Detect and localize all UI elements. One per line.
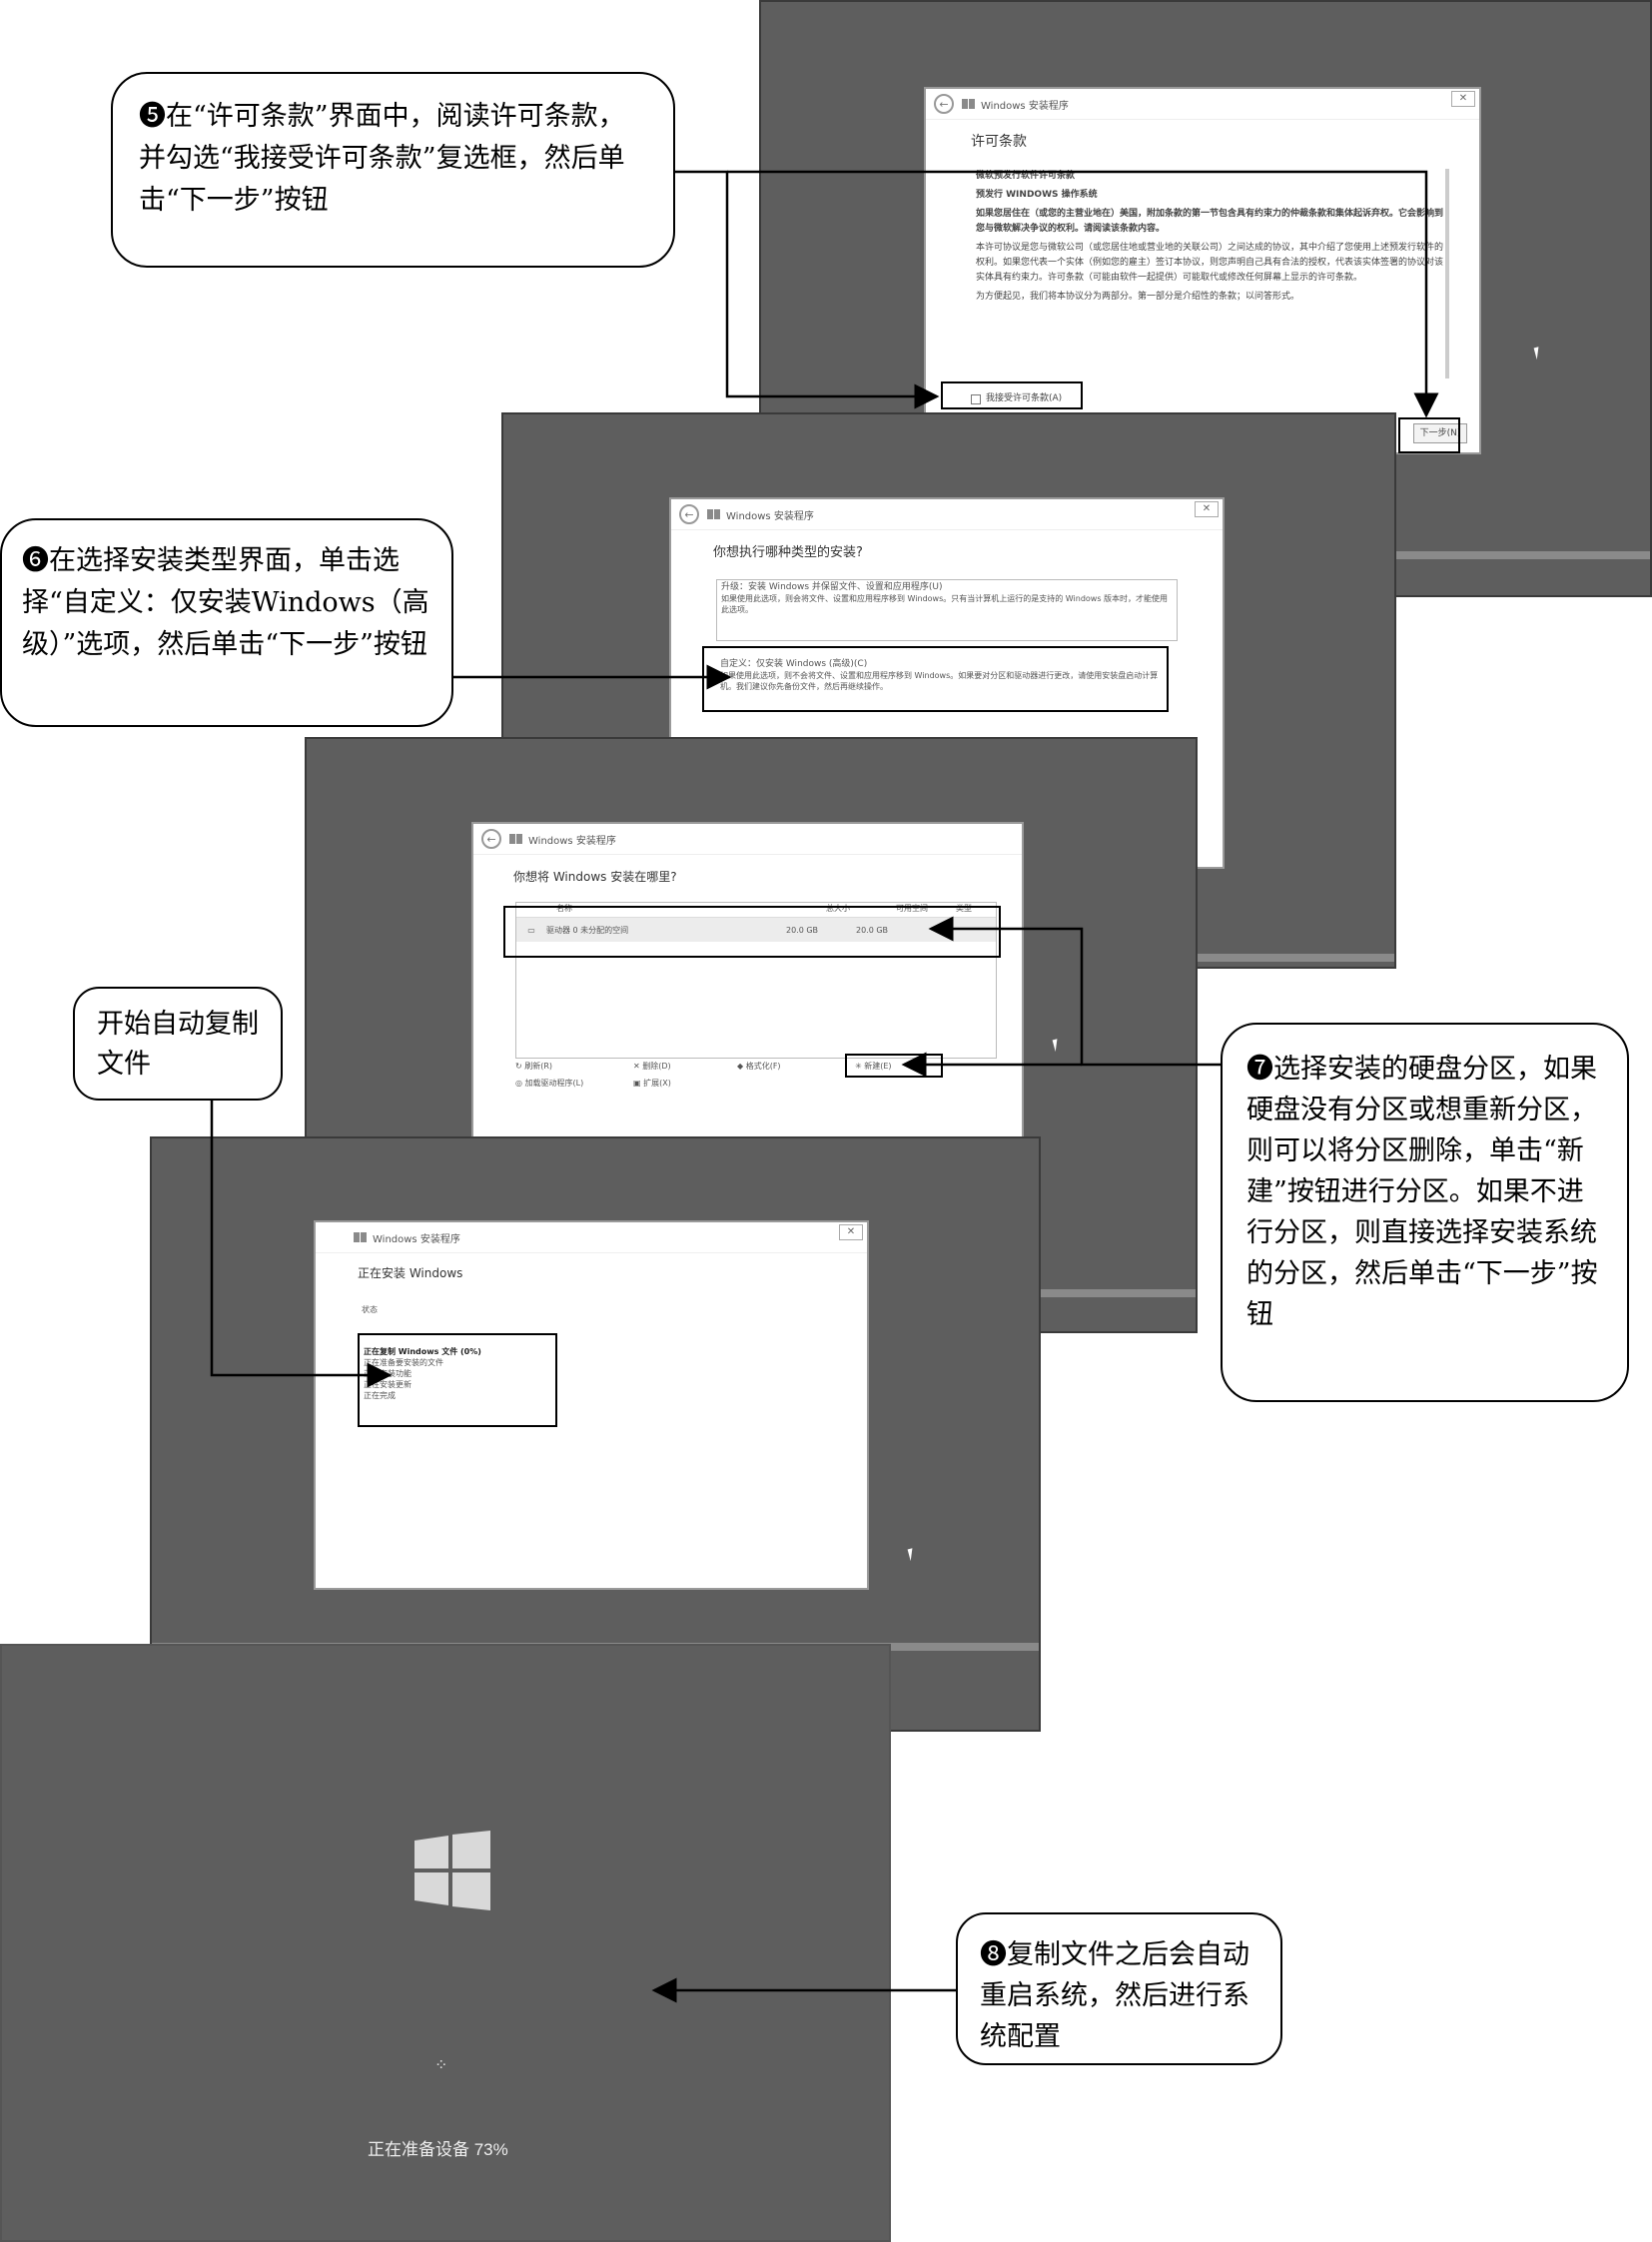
- install-step-5: 正在完成: [364, 1391, 396, 1400]
- dialog-titlebar: ← Windows 安装程序: [926, 89, 1479, 120]
- step-5-badge: ❺: [139, 101, 166, 132]
- install-step-2: 正在准备要安装的文件: [364, 1358, 443, 1367]
- windows-logo-icon: [414, 1831, 490, 1910]
- setup-icon: [509, 834, 522, 844]
- installing-dialog: Windows 安装程序 ✕ 正在安装 Windows 状态 正在复制 Wind…: [314, 1220, 869, 1590]
- table-row[interactable]: ▭ 驱动器 0 未分配的空间 20.0 GB 20.0 GB: [516, 918, 996, 942]
- license-para-2: 本许可协议是您与微软公司（或您居住地或营业地的关联公司）之间达成的协议，其中介绍…: [976, 243, 1444, 283]
- disk-dialog: ← Windows 安装程序 你想将 Windows 安装在哪里? 名称 总大小…: [471, 822, 1024, 1146]
- row-free: 20.0 GB: [856, 925, 889, 935]
- step-8-text: 复制文件之后会自动重启系统，然后进行系统配置: [980, 1939, 1249, 2052]
- close-icon[interactable]: ✕: [839, 1224, 863, 1240]
- upgrade-title: 升级：安装 Windows 并保留文件、设置和应用程序(U): [721, 582, 943, 592]
- mouse-cursor-icon: [1052, 1037, 1066, 1053]
- refresh-button[interactable]: ↻ 刷新(R): [515, 1062, 553, 1071]
- extend-label: 扩展(X): [643, 1079, 671, 1088]
- boot-screen: ⁘ 正在准备设备 73%: [0, 1644, 891, 2242]
- step-7-badge: ❼: [1246, 1054, 1273, 1085]
- license-line-1: 微软预发行软件许可条款: [976, 171, 1076, 181]
- highlight-accept: [941, 381, 1083, 409]
- license-heading: 许可条款: [971, 134, 1027, 150]
- load-driver-button[interactable]: ◎ 加载驱动程序(L): [515, 1079, 584, 1088]
- highlight-disk-row: [503, 906, 1001, 958]
- dialog-title: Windows 安装程序: [528, 835, 616, 847]
- highlight-new-button: [845, 1054, 943, 1078]
- refresh-label: 刷新(R): [524, 1062, 553, 1071]
- col-type: 类型: [956, 904, 972, 913]
- disk-question: 你想将 Windows 安装在哪里?: [513, 870, 677, 884]
- row-name: 驱动器 0 未分配的空间: [546, 925, 629, 935]
- highlight-custom-option: [702, 646, 1169, 712]
- step-8-badge: ❽: [980, 1939, 1007, 1970]
- install-step-1: 正在复制 Windows 文件 (0%): [364, 1347, 481, 1356]
- disk-table: 名称 总大小 可用空间 类型 ▭ 驱动器 0 未分配的空间 20.0 GB 20…: [515, 902, 997, 1059]
- license-line-2: 预发行 WINDOWS 操作系统: [976, 190, 1098, 200]
- callout-step-5: ❺在“许可条款”界面中，阅读许可条款，并勾选“我接受许可条款”复选框，然后单击“…: [111, 72, 675, 268]
- step-6-badge: ❻: [22, 545, 49, 576]
- disk-icon: ▭: [527, 925, 535, 935]
- custom-title: 自定义：仅安装 Windows (高级)(C): [720, 659, 868, 669]
- step-5-text: 在“许可条款”界面中，阅读许可条款，并勾选“我接受许可条款”复选框，然后单击“下…: [139, 101, 625, 216]
- callout-step-7: ❼选择安装的硬盘分区，如果硬盘没有分区或想重新分区，则可以将分区删除，单击“新建…: [1221, 1023, 1629, 1402]
- dialog-titlebar: ← Windows 安装程序: [473, 824, 1022, 855]
- custom-desc: 如果使用此选项，则不会将文件、设置和应用程序移到 Windows。如果要对分区和…: [720, 671, 1159, 691]
- copy-files-text: 开始自动复制文件: [97, 1009, 259, 1080]
- delete-label: 删除(D): [642, 1062, 671, 1071]
- dialog-title: Windows 安装程序: [373, 1233, 460, 1245]
- highlight-install-steps: [358, 1333, 557, 1427]
- close-icon[interactable]: ✕: [1195, 501, 1219, 517]
- dialog-title: Windows 安装程序: [981, 100, 1069, 112]
- installing-title: 正在安装 Windows: [358, 1266, 463, 1280]
- setup-icon: [354, 1232, 367, 1242]
- format-button[interactable]: ◆ 格式化(F): [737, 1062, 781, 1071]
- back-arrow-icon[interactable]: ←: [679, 504, 699, 524]
- setup-icon: [962, 99, 975, 109]
- format-label: 格式化(F): [745, 1062, 781, 1071]
- col-free: 可用空间: [896, 904, 928, 913]
- row-total: 20.0 GB: [786, 925, 819, 935]
- mouse-cursor-icon: [907, 1546, 921, 1562]
- highlight-next: [1398, 417, 1460, 453]
- close-icon[interactable]: ✕: [1451, 91, 1475, 107]
- delete-button[interactable]: ✕ 删除(D): [633, 1062, 671, 1071]
- new-button[interactable]: ✳ 新建(E): [855, 1062, 892, 1071]
- status-label: 状态: [362, 1305, 378, 1314]
- license-para-1: 如果您居住在（或您的主营业地在）美国，附加条款的第一节包含具有约束力的仲裁条款和…: [976, 209, 1444, 234]
- callout-step-6: ❻在选择安装类型界面，单击选择“自定义：仅安装Windows（高级）”选项，然后…: [0, 518, 453, 727]
- license-text-box[interactable]: 微软预发行软件许可条款 预发行 WINDOWS 操作系统 如果您居住在（或您的主…: [976, 169, 1449, 378]
- upgrade-desc: 如果使用此选项，则会将文件、设置和应用程序移到 Windows。只有当计算机上运…: [721, 594, 1169, 614]
- dialog-titlebar: Windows 安装程序: [316, 1222, 867, 1253]
- back-arrow-icon[interactable]: ←: [934, 94, 954, 114]
- back-arrow-icon[interactable]: ←: [481, 829, 501, 849]
- load-driver-label: 加载驱动程序(L): [524, 1079, 584, 1088]
- col-name: 名称: [556, 904, 572, 913]
- new-label: 新建(E): [864, 1062, 892, 1071]
- type-question: 你想执行哪种类型的安装?: [713, 545, 863, 560]
- disk-table-header: 名称 总大小 可用空间 类型: [516, 903, 996, 918]
- upgrade-option[interactable]: 升级：安装 Windows 并保留文件、设置和应用程序(U) 如果使用此选项，则…: [716, 579, 1178, 641]
- loading-spinner-icon: ⁘: [434, 2055, 448, 2074]
- mouse-cursor-icon: [1533, 345, 1547, 361]
- boot-status: 正在准备设备 73%: [368, 2140, 508, 2159]
- extend-button[interactable]: ▣ 扩展(X): [633, 1079, 671, 1088]
- custom-option[interactable]: 自定义：仅安装 Windows (高级)(C) 如果使用此选项，则不会将文件、设…: [716, 657, 1178, 715]
- callout-copy-files: 开始自动复制文件: [73, 987, 283, 1101]
- setup-icon: [707, 509, 720, 519]
- dialog-titlebar: ← Windows 安装程序: [671, 499, 1223, 530]
- col-total: 总大小: [826, 904, 850, 913]
- license-para-3: 为方便起见，我们将本协议分为两部分。第一部分是介绍性的条款；以问答形式。: [976, 292, 1300, 302]
- step-7-text: 选择安装的硬盘分区，如果硬盘没有分区或想重新分区，则可以将分区删除，单击“新建”…: [1246, 1054, 1598, 1330]
- next-button[interactable]: 下一步(N): [1413, 423, 1467, 443]
- callout-step-8: ❽复制文件之后会自动重启系统，然后进行系统配置: [956, 1912, 1282, 2065]
- dialog-title: Windows 安装程序: [726, 510, 814, 522]
- step-6-text: 在选择安装类型界面，单击选择“自定义：仅安装Windows（高级）”选项，然后单…: [22, 545, 429, 660]
